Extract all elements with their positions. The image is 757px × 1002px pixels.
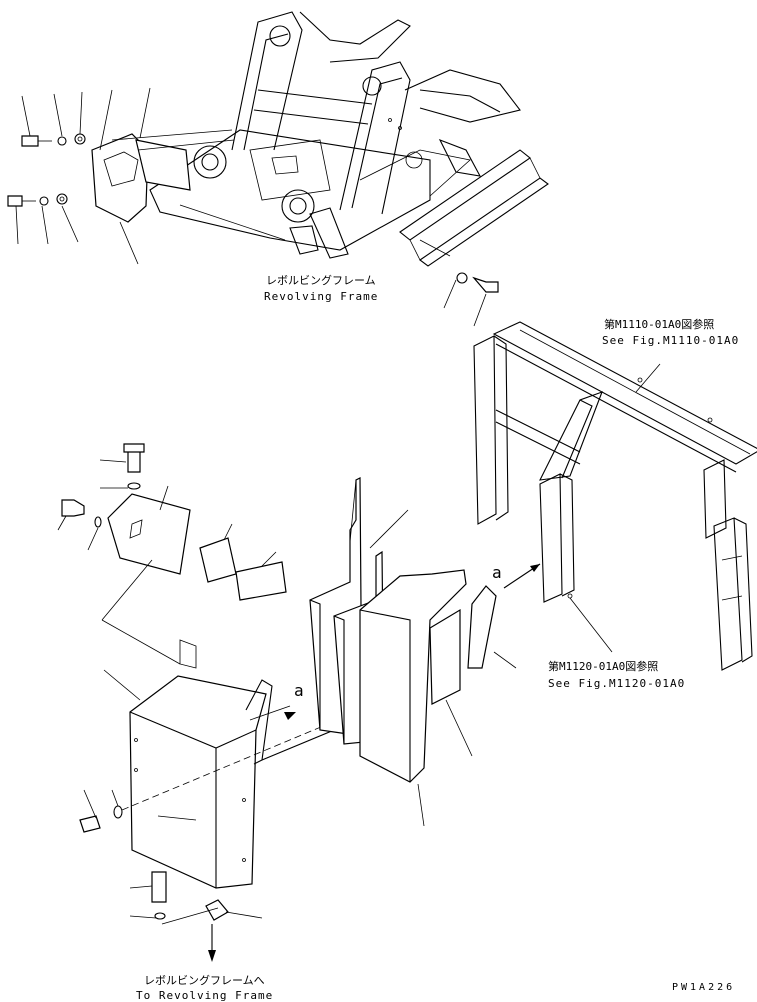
see-fig-1-en-label: See Fig.M1110-01A0 — [602, 334, 739, 347]
revolving-frame-jp-label: レボルビングフレーム — [266, 273, 376, 287]
ref-a-left: a — [294, 681, 304, 700]
to-frame-en-label: To Revolving Frame — [136, 989, 273, 1002]
see-fig-2-en-label: See Fig.M1120-01A0 — [548, 677, 685, 690]
cover-assembly — [57, 443, 393, 962]
to-frame-jp-label: レボルビングフレームへ — [144, 973, 265, 987]
cab-support-frame — [473, 321, 757, 671]
frame-bolt — [443, 272, 499, 327]
panel-stack — [309, 477, 517, 827]
ref-a-right: a — [492, 563, 502, 582]
revolving-frame-en-label: Revolving Frame — [264, 290, 378, 303]
drawing-code: PW1A226 — [672, 982, 735, 993]
revolving-frame-assembly — [149, 11, 549, 267]
see-fig-2-jp-label: 第M1120-01A0図参照 — [548, 659, 658, 673]
top-left-hardware — [7, 87, 235, 265]
see-fig-1-jp-label: 第M1110-01A0図参照 — [604, 317, 714, 331]
